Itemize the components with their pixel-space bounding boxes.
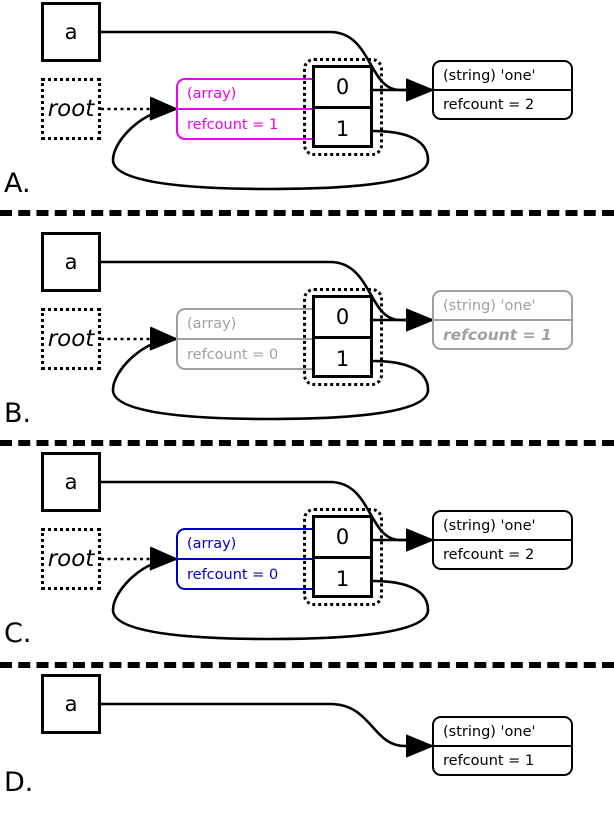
index-cells: 0 1 [312,65,373,148]
arrow-a-to-string [101,702,435,758]
array-type-label: (array) [178,310,319,340]
index-cell-1: 1 [335,346,350,371]
panel-label-c: C. [4,618,32,649]
index-cells-wrapper [303,288,383,386]
string-node: (string) 'one' refcount = 2 [432,510,573,570]
root-box: root [41,308,101,370]
root-box: root [41,528,101,590]
root-box: root [41,78,101,140]
variable-box-a: a [41,2,101,62]
array-refcount-label: refcount = 0 [187,346,279,363]
array-node: (array) refcount = 1 [176,78,321,140]
index-cell-0: 0 [315,68,370,109]
string-type-label: (string) 'one' [434,512,571,541]
panel-c: a root (array) refcount = 0 0 1 (string)… [0,450,614,660]
root-label: root [47,546,95,572]
index-cell-0: 0 [315,518,370,559]
index-cells-wrapper [303,58,383,156]
array-node: (array) refcount = 0 [176,528,321,590]
panel-label-d: D. [4,767,34,798]
variable-box-a: a [41,452,101,512]
panel-separator-3 [0,662,614,668]
variable-box-a: a [41,674,101,734]
panel-label-b: B. [4,398,32,429]
variable-label: a [64,692,78,716]
string-node: (string) 'one' refcount = 1 [432,716,573,776]
string-refcount-label: refcount = 1 [443,753,535,769]
root-label: root [47,96,95,122]
string-refcount-label: refcount = 2 [443,547,535,563]
variable-label: a [64,470,78,494]
index-cell-1: 1 [335,566,350,591]
index-cell-0: 0 [315,298,370,339]
index-cells-wrapper [303,508,383,606]
string-type-label: (string) 'one' [434,62,571,91]
array-refcount-label: refcount = 1 [187,116,279,133]
panel-b: a root (array) refcount = 0 0 1 (string)… [0,230,614,440]
array-type-label: (array) [178,530,319,560]
string-type-label: (string) 'one' [434,292,571,321]
variable-label: a [64,20,78,44]
array-node: (array) refcount = 0 [176,308,321,370]
string-refcount-label: refcount = 2 [443,97,535,113]
string-node: (string) 'one' refcount = 2 [432,60,573,120]
string-node: (string) 'one' refcount = 1 [432,290,573,350]
panel-separator-1 [0,210,614,216]
string-type-label: (string) 'one' [434,718,571,747]
variable-label: a [64,250,78,274]
root-label: root [47,326,95,352]
variable-box-a: a [41,232,101,292]
index-cell-1: 1 [335,116,350,141]
string-refcount-label: refcount = 1 [443,326,552,344]
index-cells: 0 1 [312,295,373,378]
array-refcount-label: refcount = 0 [187,566,279,583]
panel-a: a root (array) refcount = 1 0 1 (string)… [0,0,614,210]
panel-separator-2 [0,440,614,446]
panel-label-a: A. [4,168,31,199]
index-cells: 0 1 [312,515,373,598]
array-type-label: (array) [178,80,319,110]
panel-d: a (string) 'one' refcount = 1 D. [0,672,614,814]
